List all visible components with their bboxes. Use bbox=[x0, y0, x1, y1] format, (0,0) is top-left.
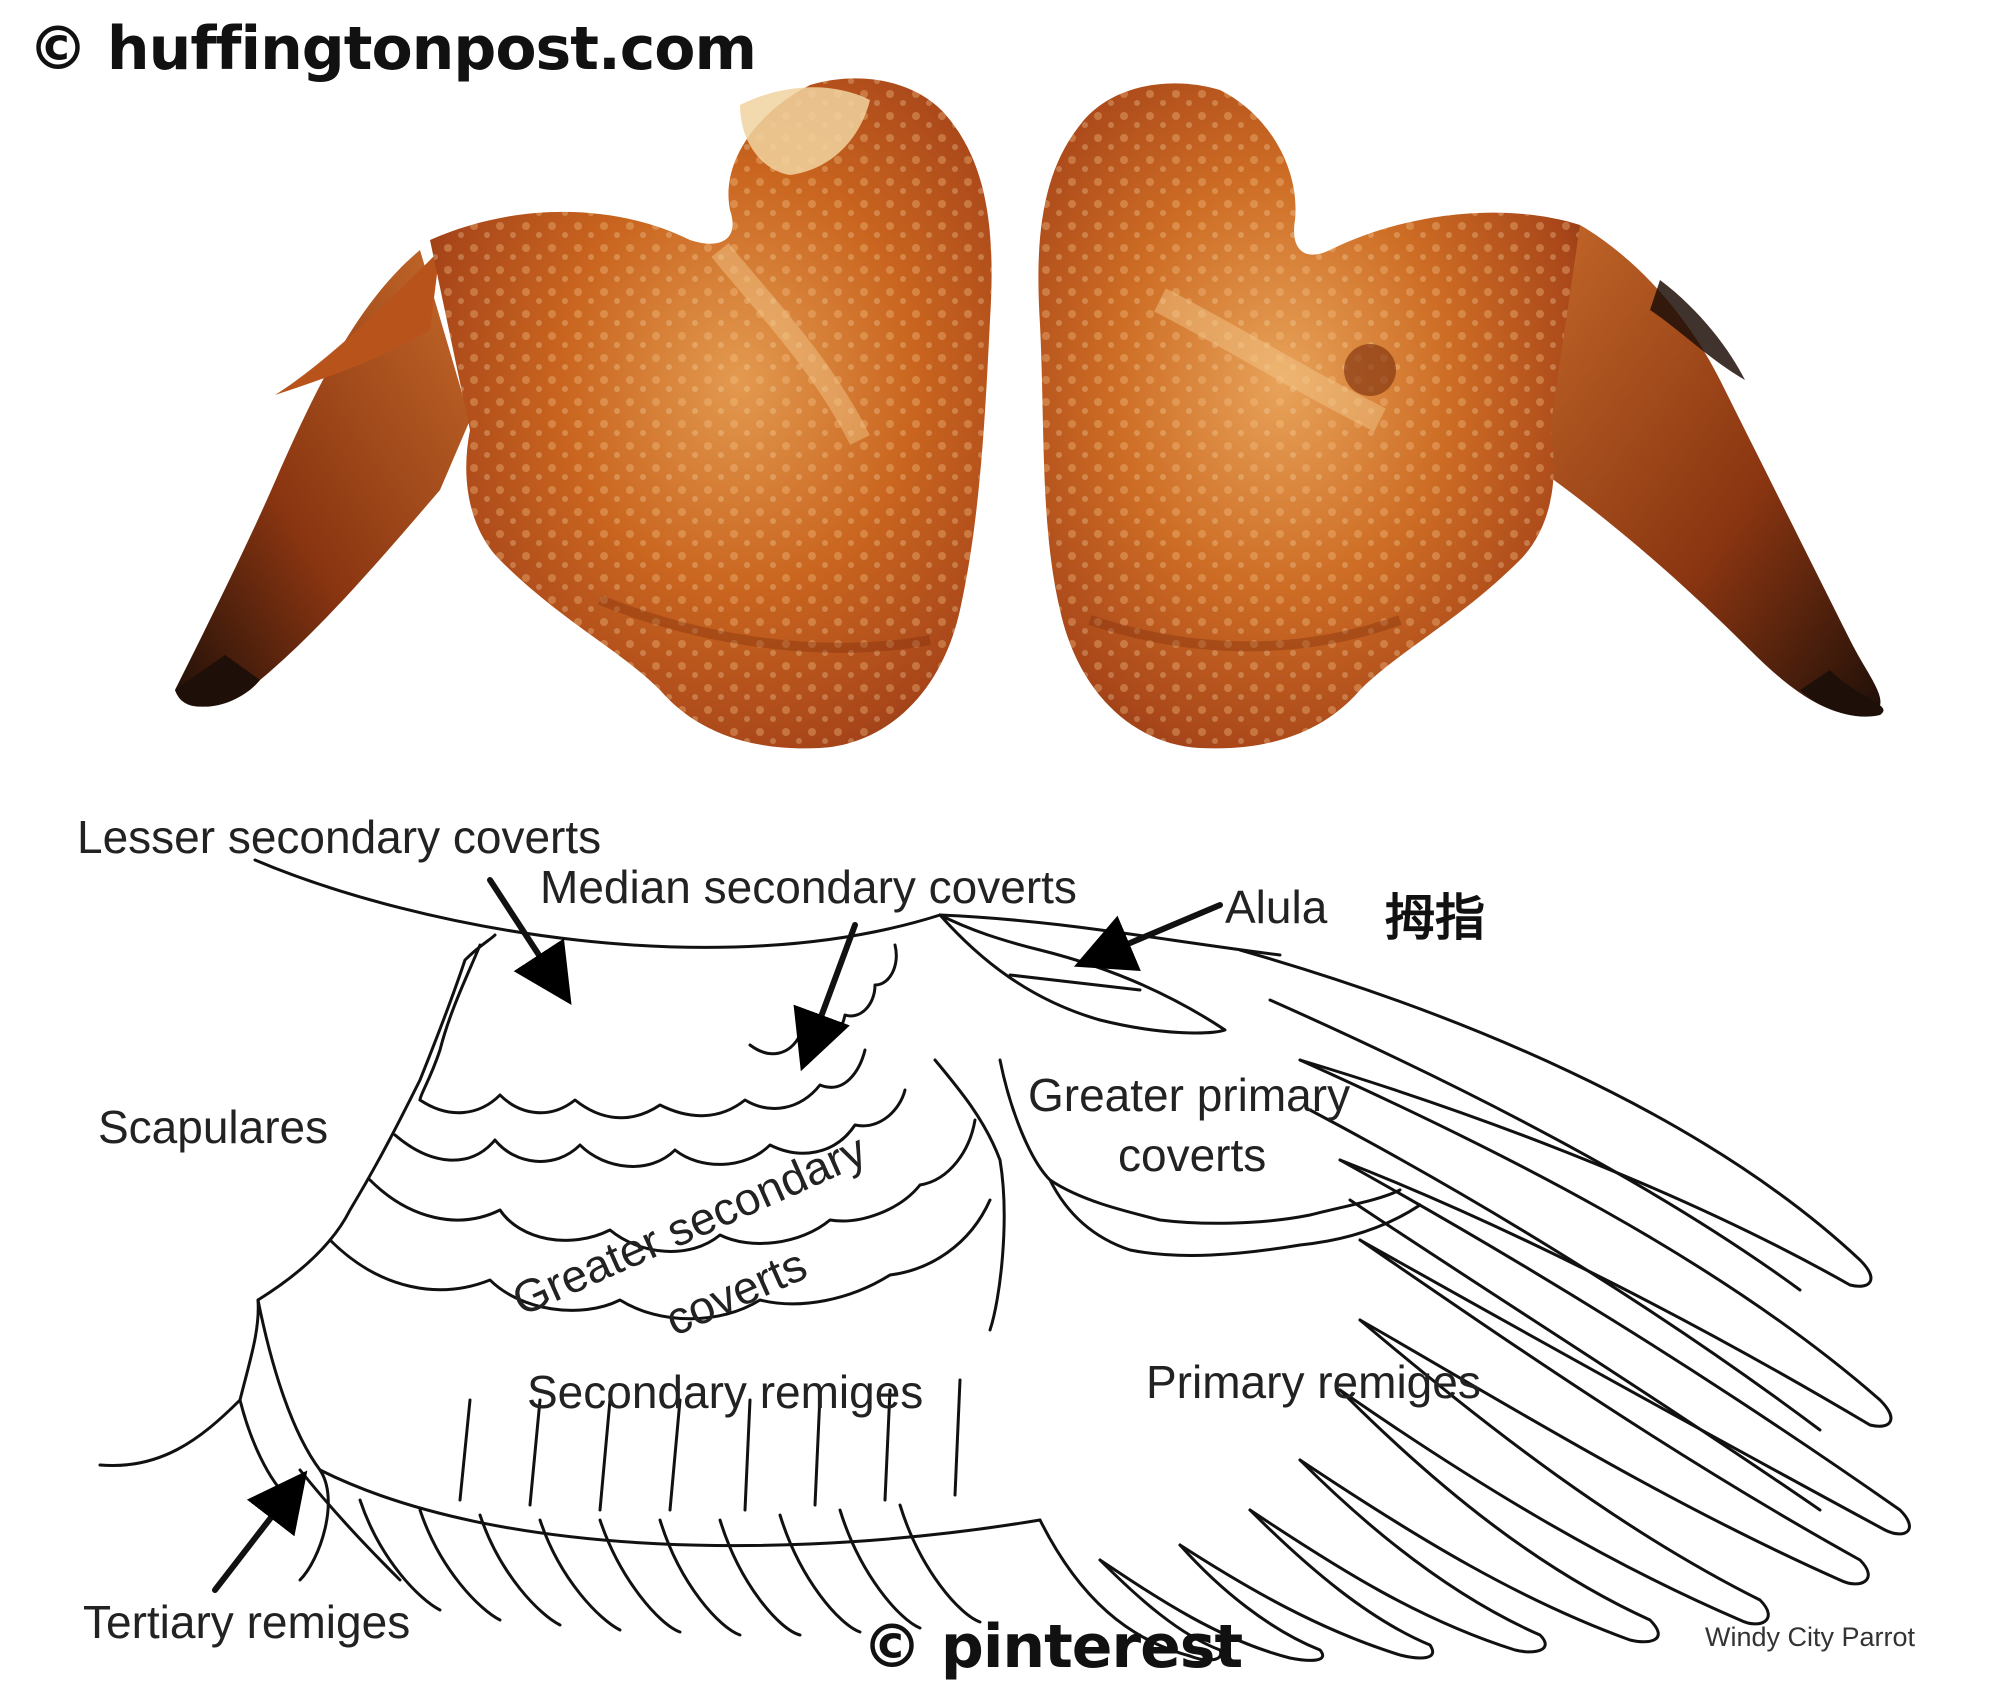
arrow-lesser-coverts bbox=[487, 877, 572, 1006]
primary-remiges bbox=[1038, 948, 1911, 1662]
left-wing bbox=[175, 78, 992, 749]
label-tertiary-remiges: Tertiary remiges bbox=[83, 1596, 411, 1648]
alula bbox=[938, 913, 1227, 1035]
label-primary-remiges: Primary remiges bbox=[1146, 1356, 1481, 1408]
right-wing bbox=[1038, 83, 1884, 749]
wing-anatomy-diagram bbox=[98, 858, 1911, 1662]
greater-primary-coverts bbox=[998, 1058, 1402, 1225]
greater-secondary-coverts bbox=[368, 1118, 977, 1253]
tertial-outline bbox=[98, 933, 497, 1468]
leading-edge bbox=[253, 858, 942, 949]
lesser-coverts bbox=[418, 1048, 867, 1120]
secondary-remiges bbox=[298, 1378, 1042, 1637]
label-greater-primary-coverts-2: coverts bbox=[1118, 1129, 1267, 1181]
credit-huffingtonpost: © huffingtonpost.com bbox=[28, 14, 757, 84]
label-greater-primary-coverts-1: Greater primary bbox=[1028, 1069, 1351, 1121]
left-wing-tip bbox=[175, 250, 470, 707]
chicken-wings-photo bbox=[175, 78, 1884, 749]
right-wing-tip bbox=[1520, 225, 1881, 716]
arrow-tertiary-remiges bbox=[212, 1470, 308, 1593]
arrow-median-coverts bbox=[793, 922, 858, 1072]
label-secondary-remiges: Secondary remiges bbox=[527, 1366, 924, 1418]
label-alula-chinese: 拇指 bbox=[1385, 889, 1485, 947]
arrow-alula bbox=[1073, 902, 1223, 971]
label-alula: Alula bbox=[1225, 881, 1328, 933]
label-median-secondary-coverts: Median secondary coverts bbox=[540, 861, 1077, 913]
credit-pinterest: © pinterest bbox=[862, 1612, 1243, 1682]
credit-windy-city-parrot: Windy City Parrot bbox=[1705, 1622, 1916, 1652]
label-scapulares: Scapulares bbox=[98, 1101, 329, 1153]
label-lesser-secondary-coverts: Lesser secondary coverts bbox=[77, 811, 602, 863]
